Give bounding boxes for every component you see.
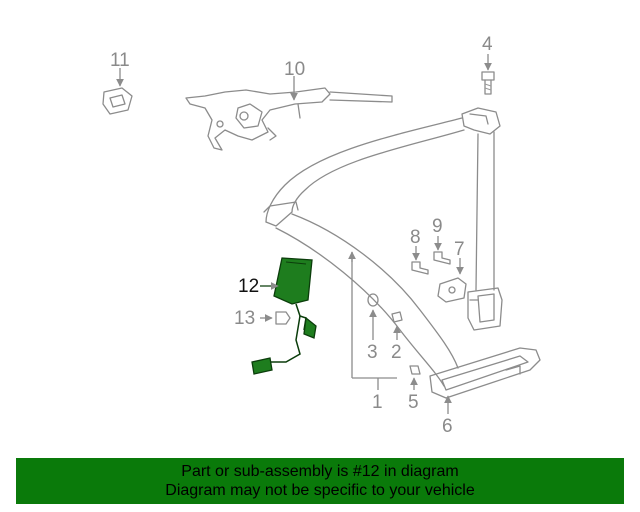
- part-7-cover: [437, 258, 467, 303]
- callout-1: 1: [372, 392, 383, 413]
- part-1-bracket-line: [348, 251, 397, 390]
- part-11-trim-cover: [102, 68, 133, 115]
- part-5-bolt: [409, 365, 421, 390]
- banner-line-1: Part or sub-assembly is #12 in diagram: [181, 463, 459, 480]
- callout-5: 5: [408, 392, 419, 413]
- part-8-bolt: [411, 246, 429, 275]
- callout-8: 8: [410, 227, 421, 248]
- callout-13: 13: [234, 308, 255, 329]
- callout-12: 12: [238, 276, 259, 297]
- callout-4: 4: [482, 34, 493, 55]
- callout-6: 6: [442, 416, 453, 437]
- info-banner: Part or sub-assembly is #12 in diagram D…: [16, 458, 624, 504]
- part-10-adjuster: [185, 76, 393, 151]
- retractor: [467, 287, 503, 331]
- callout-3: 3: [367, 342, 378, 363]
- part-4-bolt: [481, 54, 495, 95]
- callout-10: 10: [284, 59, 305, 80]
- belt-webbing: [263, 107, 541, 399]
- part-13-bolt: [260, 311, 291, 325]
- part-9-bolt: [433, 236, 451, 265]
- part-2-clip: [391, 311, 403, 340]
- callout-7: 7: [454, 239, 465, 260]
- callout-2: 2: [391, 342, 402, 363]
- callout-11: 11: [110, 50, 130, 71]
- part-12-buckle: [251, 257, 317, 375]
- callout-9: 9: [432, 216, 443, 237]
- part-3-clip: [367, 293, 379, 340]
- parts-diagram: 11 10 4 8 9 7 12 13 3 2 1 5 6: [102, 34, 541, 437]
- banner-line-2: Diagram may not be specific to your vehi…: [165, 482, 475, 499]
